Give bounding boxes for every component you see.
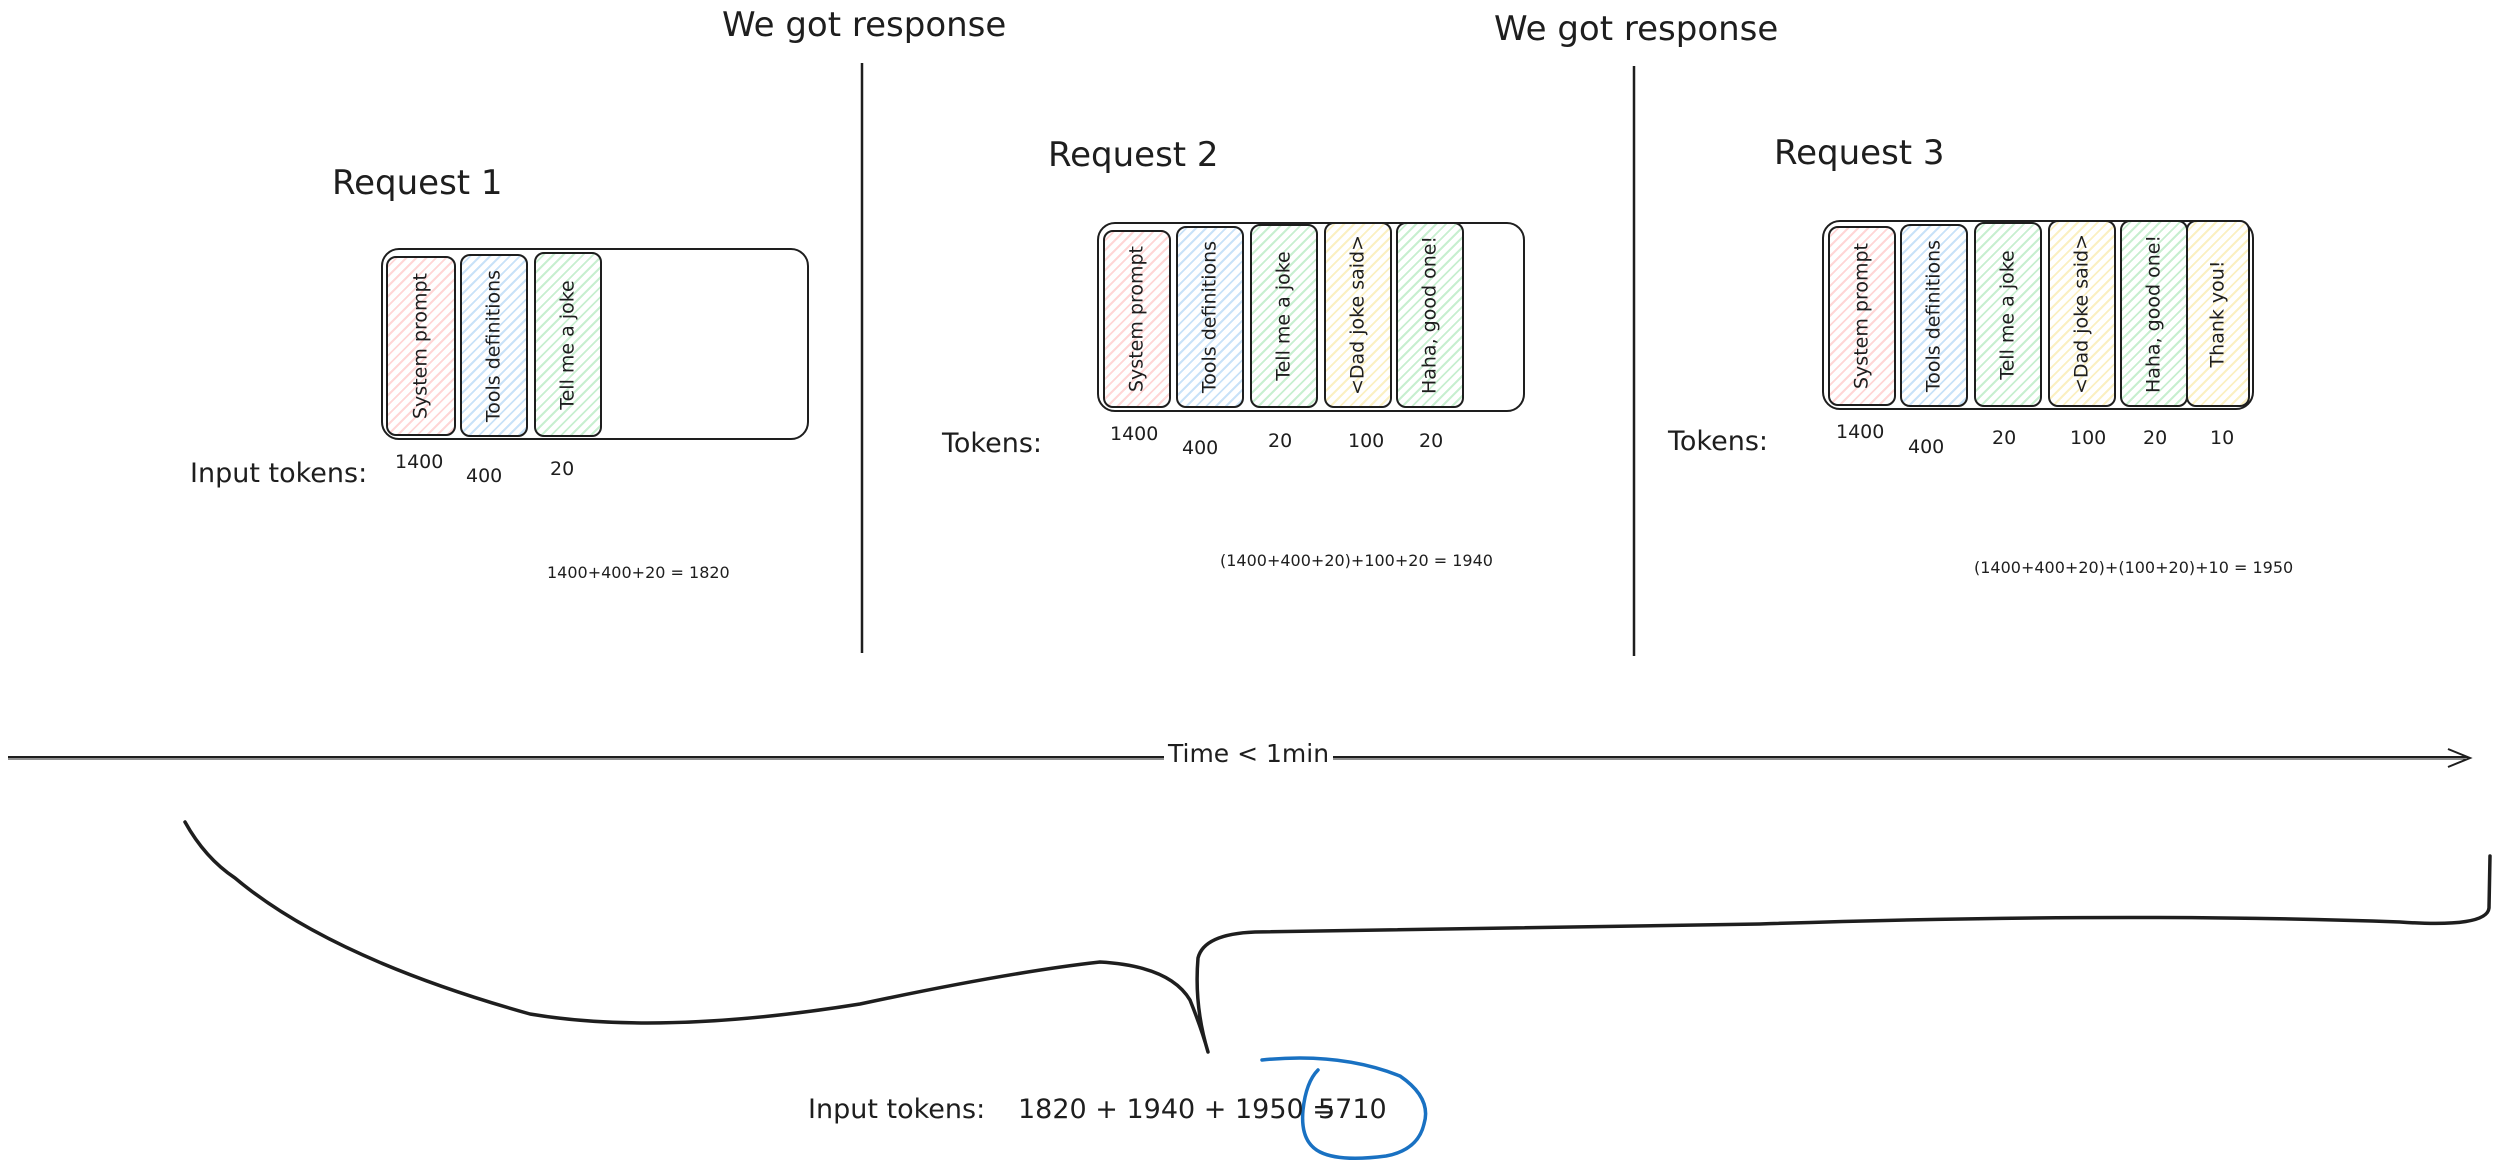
token-count: 20 bbox=[1419, 430, 1444, 452]
timeline-label: Time < 1min bbox=[1164, 741, 1334, 766]
token-formula: (1400+400+20)+(100+20)+10 = 1950 bbox=[1974, 558, 2294, 577]
segment-label: Tell me a joke bbox=[1272, 251, 1295, 381]
segment-label: <Dad joke said> bbox=[1346, 234, 1369, 396]
token-count: 20 bbox=[2143, 427, 2168, 449]
token-count: 400 bbox=[466, 465, 503, 487]
brace-curve bbox=[183, 820, 2492, 1054]
token-count: 10 bbox=[2210, 427, 2235, 449]
segment-user-message: Haha, good one! bbox=[2120, 220, 2188, 407]
token-count: 100 bbox=[1348, 430, 1385, 452]
segment-label: <Dad joke said> bbox=[2070, 233, 2093, 394]
segment-tools-definitions: Tools definitions bbox=[460, 254, 528, 437]
token-formula: (1400+400+20)+100+20 = 1940 bbox=[1220, 551, 1493, 570]
timeline-arrowhead bbox=[2447, 748, 2473, 768]
segment-user-message: Tell me a joke bbox=[1250, 224, 1318, 408]
token-count: 20 bbox=[1268, 430, 1293, 452]
segment-label: Tools definitions bbox=[1922, 239, 1945, 392]
segment-label: Tell me a joke bbox=[556, 279, 579, 410]
context-window-container bbox=[1822, 220, 2254, 410]
segment-assistant-response: <Dad joke said> bbox=[1324, 222, 1392, 408]
result-highlight-circle bbox=[1260, 1056, 1428, 1160]
total-expression: 1820 + 1940 + 1950 = bbox=[1018, 1094, 1335, 1125]
request-title: Request 1 bbox=[332, 163, 503, 203]
segment-tools-definitions: Tools definitions bbox=[1900, 224, 1968, 407]
token-count: 20 bbox=[1992, 427, 2017, 449]
token-count: 100 bbox=[2070, 427, 2107, 449]
segment-system-prompt: System prompt bbox=[386, 256, 456, 436]
response-header-1: We got response bbox=[722, 5, 1007, 45]
segment-label: Haha, good one! bbox=[2142, 234, 2165, 393]
segment-assistant-response: <Dad joke said> bbox=[2048, 220, 2116, 407]
segment-system-prompt: System prompt bbox=[1828, 226, 1896, 406]
token-count: 400 bbox=[1182, 437, 1219, 459]
response-header-2: We got response bbox=[1494, 9, 1779, 49]
segment-label: System prompt bbox=[1125, 246, 1148, 392]
request-title: Request 2 bbox=[1048, 135, 1219, 175]
segment-assistant-response: Thank you! bbox=[2186, 220, 2250, 407]
tokens-label: Input tokens: bbox=[190, 458, 368, 489]
segment-tools-definitions: Tools definitions bbox=[1176, 226, 1244, 408]
segment-system-prompt: System prompt bbox=[1103, 230, 1171, 408]
context-window-container bbox=[1097, 222, 1525, 412]
segment-user-message: Tell me a joke bbox=[534, 252, 602, 437]
segment-label: System prompt bbox=[409, 273, 432, 419]
tokens-label: Tokens: bbox=[1668, 426, 1768, 457]
total-result: 5710 bbox=[1318, 1094, 1387, 1125]
token-count: 1400 bbox=[395, 451, 444, 473]
segment-label: Tell me a joke bbox=[1996, 249, 2019, 380]
segment-label: Thank you! bbox=[2206, 260, 2229, 367]
token-count: 1400 bbox=[1836, 421, 1885, 443]
request-title: Request 3 bbox=[1774, 133, 1945, 173]
total-label: Input tokens: bbox=[808, 1094, 986, 1125]
segment-label: System prompt bbox=[1850, 243, 1873, 389]
segment-label: Tools definitions bbox=[482, 269, 505, 422]
token-count: 20 bbox=[550, 458, 575, 480]
segment-label: Haha, good one! bbox=[1418, 235, 1441, 395]
context-window-container bbox=[381, 248, 809, 440]
token-formula: 1400+400+20 = 1820 bbox=[547, 563, 730, 582]
segment-user-message: Tell me a joke bbox=[1974, 222, 2042, 407]
segment-label: Tools definitions bbox=[1198, 240, 1221, 394]
token-count: 400 bbox=[1908, 436, 1945, 458]
token-count: 1400 bbox=[1110, 423, 1159, 445]
tokens-label: Tokens: bbox=[942, 428, 1042, 459]
segment-user-message: Haha, good one! bbox=[1396, 222, 1464, 408]
